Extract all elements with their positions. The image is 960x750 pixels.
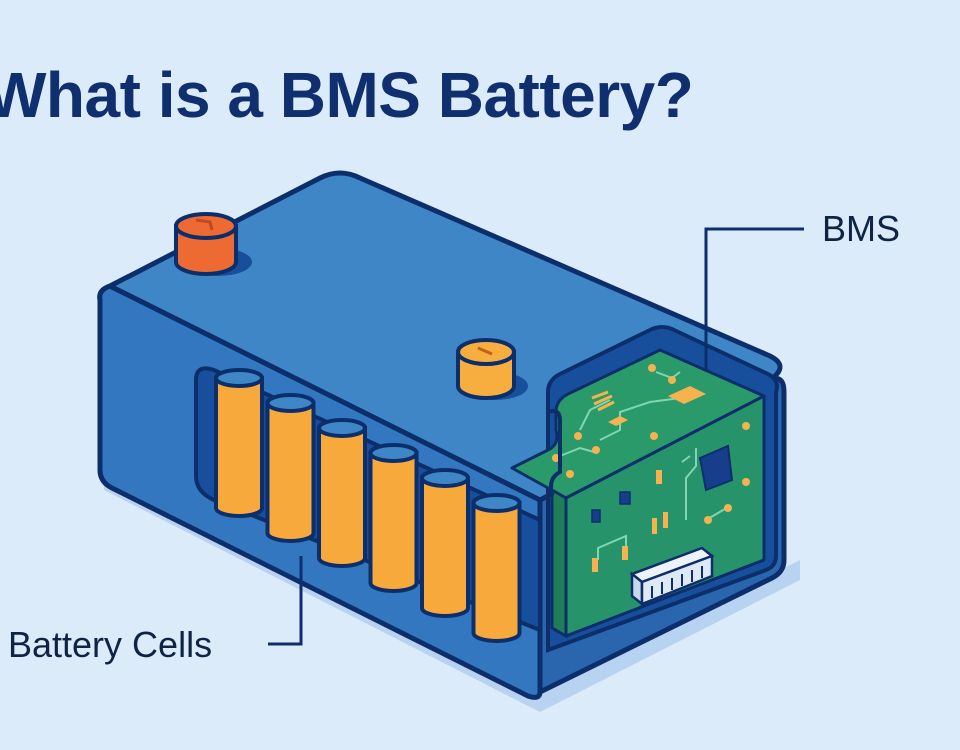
battery-cell [265, 393, 316, 543]
page-title: What is a BMS Battery? [0, 59, 694, 131]
battery-cell [420, 468, 470, 618]
pcb-square-pads [591, 491, 631, 523]
battery-cell [471, 493, 522, 643]
battery-cells-label: Battery Cells [8, 624, 213, 665]
bms-label: BMS [822, 208, 901, 249]
battery-cell [368, 443, 419, 593]
connector-header [629, 546, 715, 607]
battery-cells-group [214, 368, 522, 643]
positive-terminal [174, 212, 252, 276]
battery-cell [214, 368, 264, 518]
pcb-pads [552, 364, 750, 572]
bms-callout-line [704, 227, 804, 370]
battery-cell [317, 418, 367, 568]
cells-callout-line [268, 556, 303, 646]
negative-terminal [456, 338, 528, 400]
microchip [698, 444, 734, 492]
case-lip [539, 409, 562, 502]
